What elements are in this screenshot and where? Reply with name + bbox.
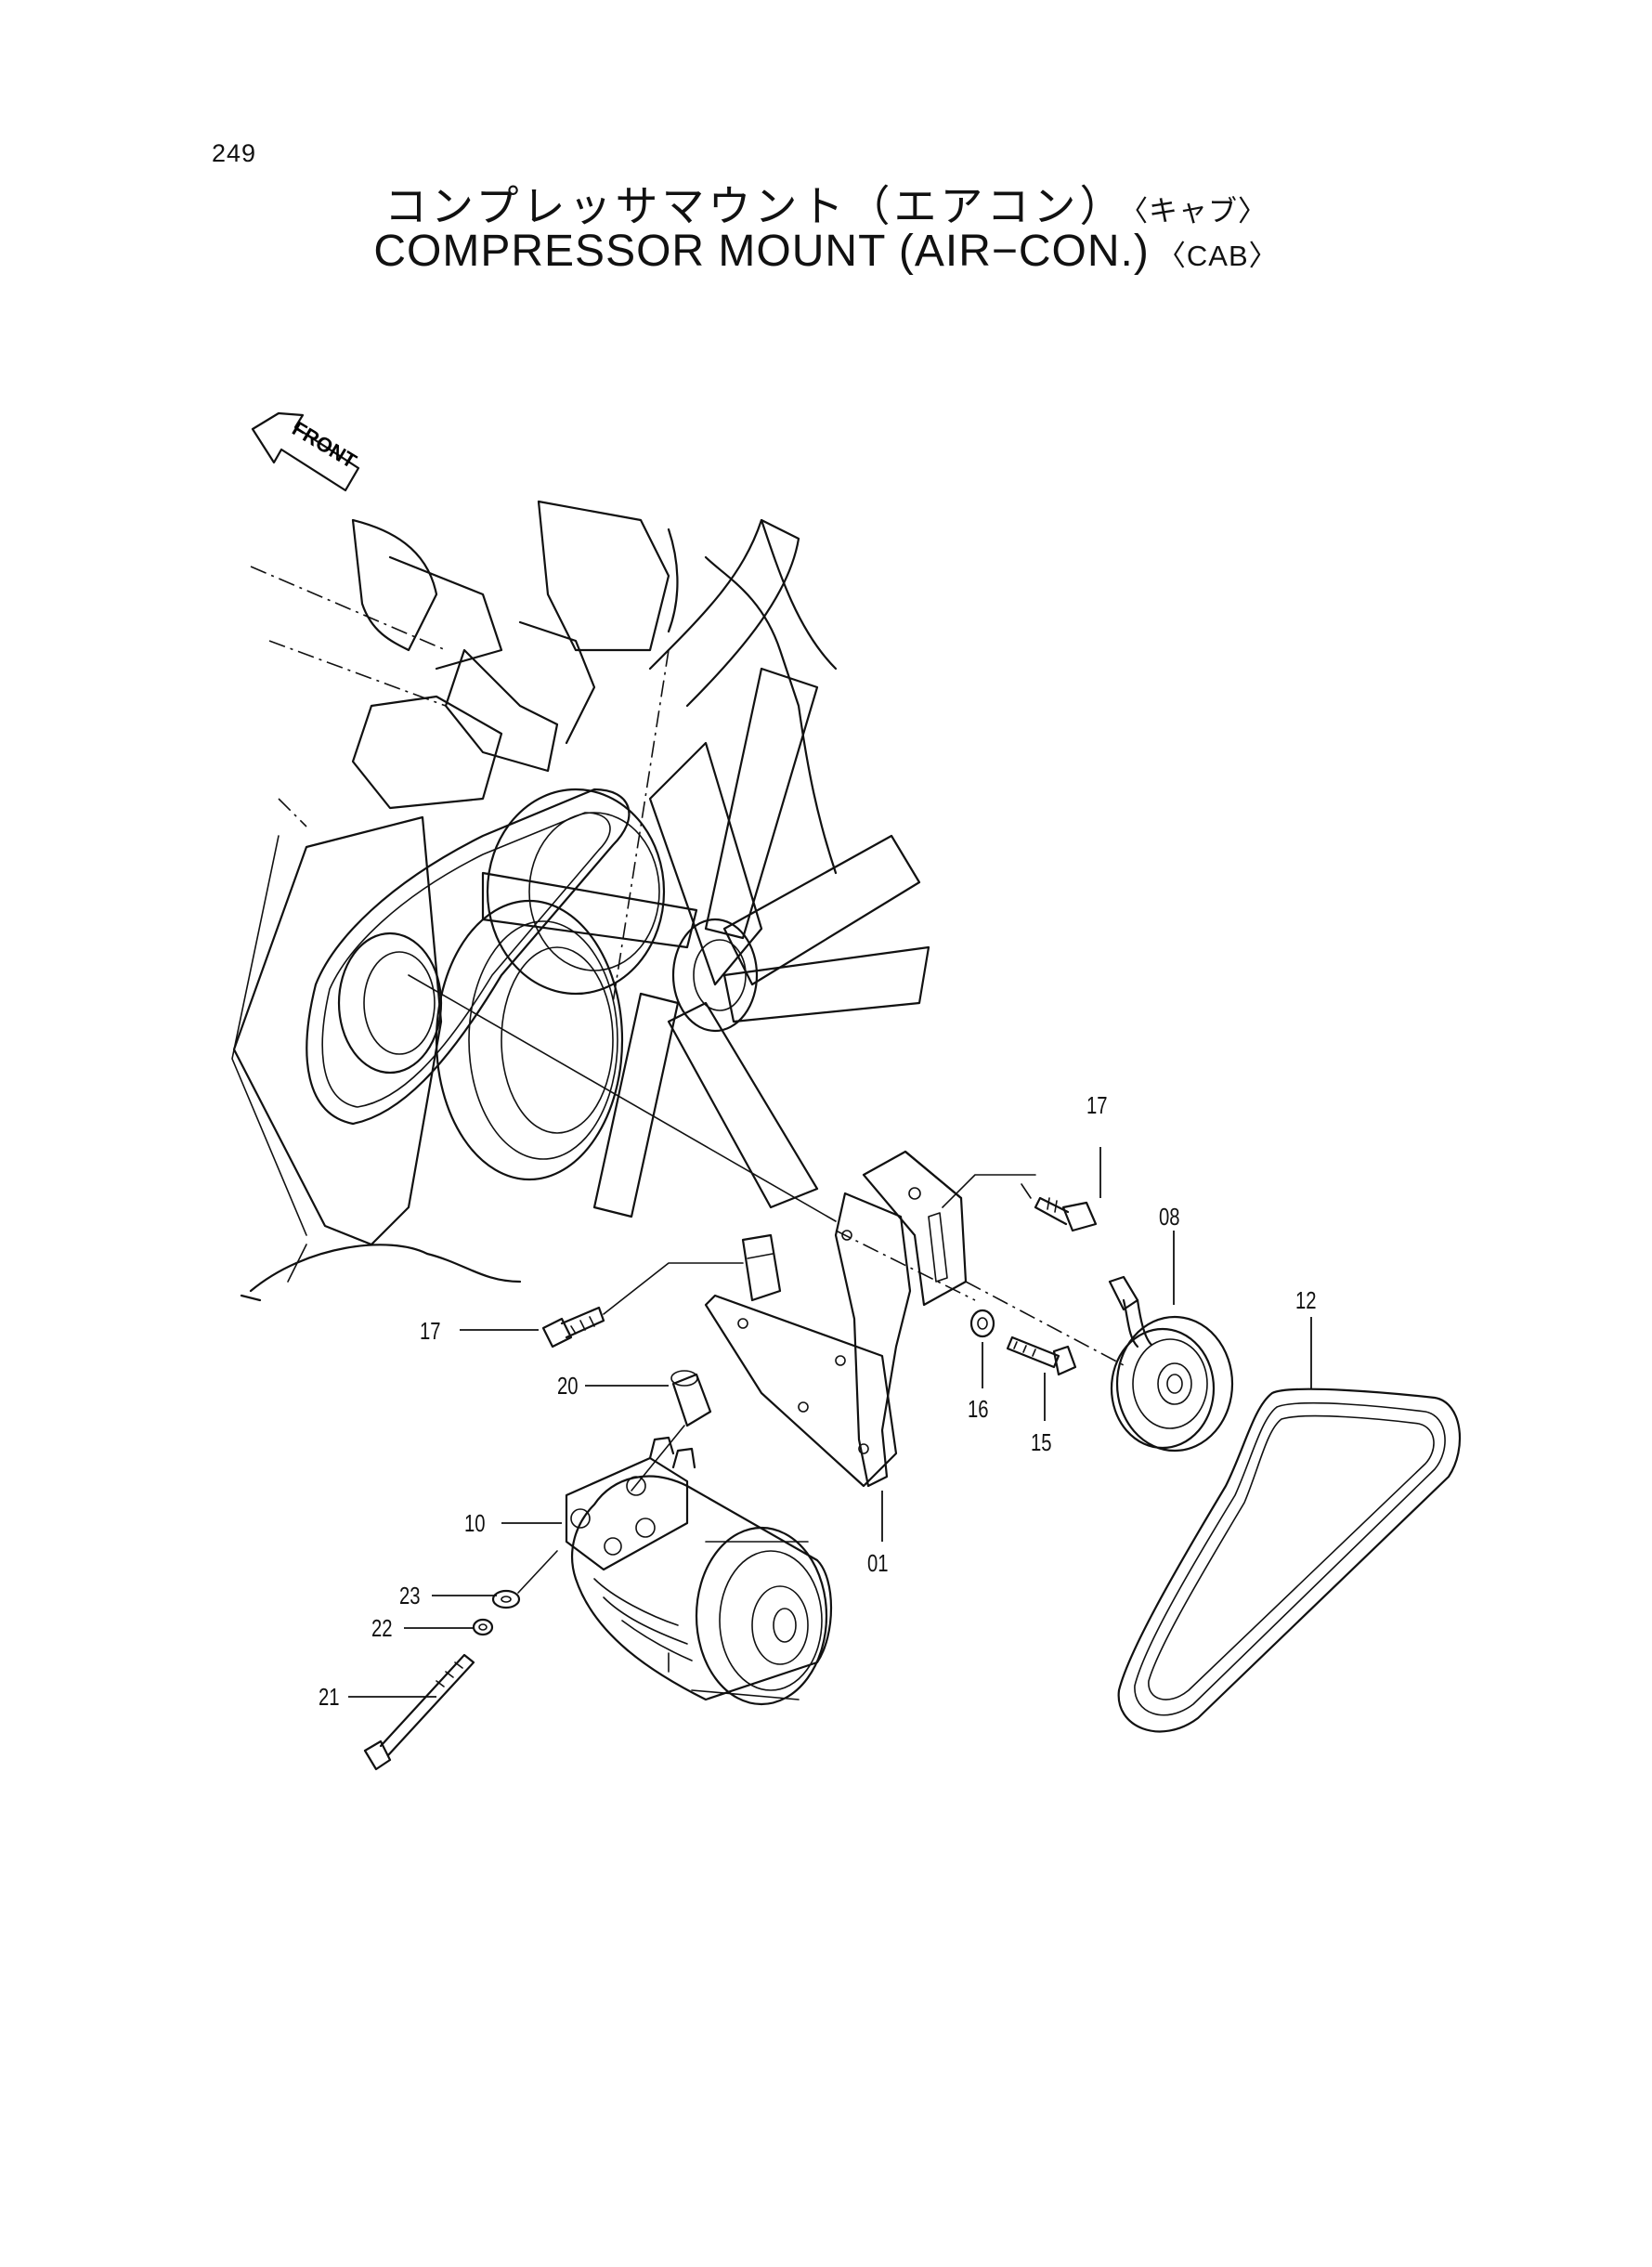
- callout-01: 01: [867, 1549, 889, 1577]
- compressor-bracket: [704, 1150, 1125, 1488]
- front-arrow-label: FRONT: [288, 417, 360, 474]
- ac-compressor: [565, 1436, 833, 1706]
- washer-22: [472, 1618, 494, 1636]
- callout-08: 08: [1159, 1203, 1180, 1231]
- bolt-17-right: [942, 1174, 1098, 1232]
- spacer: [631, 1370, 712, 1492]
- callout-16: 16: [968, 1395, 989, 1423]
- washer-16: [969, 1309, 995, 1338]
- title-japanese-text: コンプレッサマウント（エアコン）: [384, 181, 1126, 231]
- page-number: 249: [212, 139, 257, 167]
- callout-22: 22: [371, 1614, 393, 1642]
- engine-block: [231, 500, 930, 1302]
- callout-17-left: 17: [420, 1317, 441, 1345]
- callout-20: 20: [557, 1372, 579, 1400]
- title-english-tag: 〈CAB〉: [1156, 240, 1279, 272]
- v-belt: [1117, 1388, 1462, 1733]
- title-english-text: COMPRESSOR MOUNT (AIR−CON.): [373, 227, 1150, 276]
- callout-15: 15: [1031, 1428, 1052, 1456]
- callout-23: 23: [399, 1582, 421, 1609]
- bolt-15: [1006, 1335, 1077, 1376]
- callout-17-top: 17: [1086, 1091, 1108, 1119]
- washer-23: [491, 1550, 558, 1609]
- title-japanese-tag: 〈キャブ〉: [1133, 195, 1268, 228]
- idler-pulley: [1108, 1275, 1234, 1453]
- bolt-17-left: [541, 1262, 744, 1348]
- front-arrow-icon: FRONT: [251, 411, 361, 492]
- callout-12: 12: [1295, 1286, 1317, 1314]
- callout-21: 21: [319, 1683, 340, 1711]
- title-english: COMPRESSOR MOUNT (AIR−CON.)〈CAB〉: [0, 226, 1652, 277]
- callout-10: 10: [464, 1509, 486, 1537]
- title-japanese: コンプレッサマウント（エアコン）〈キャブ〉: [0, 173, 1652, 234]
- callout-leaders: [348, 1147, 1312, 1698]
- bolt-21: [363, 1653, 475, 1771]
